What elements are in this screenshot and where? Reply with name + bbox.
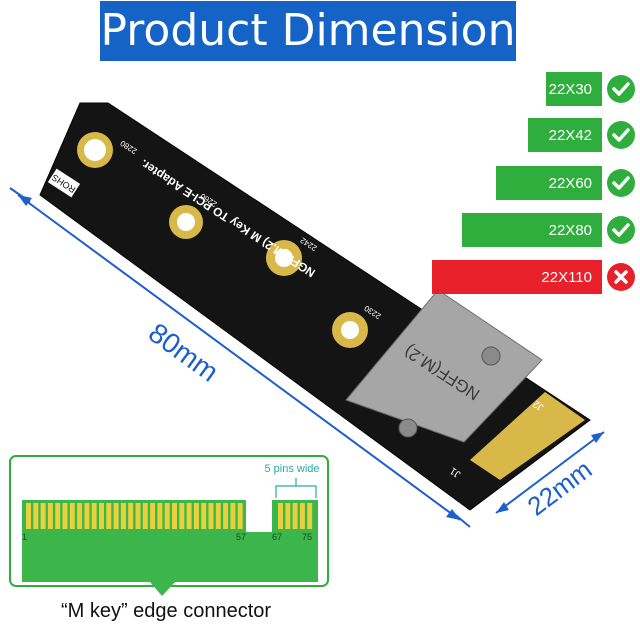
connector-pin: [120, 503, 126, 529]
connector-caption: “M key” edge connector: [61, 600, 271, 622]
connector-pin: [135, 503, 141, 529]
size-bar: 22X80: [462, 213, 602, 247]
connector-pin: [33, 503, 39, 529]
size-row-22x60: 22X60: [496, 166, 635, 200]
connector-pin: [113, 503, 119, 529]
size-bar: 22X30: [546, 72, 602, 106]
connector-pin: [278, 503, 283, 529]
length-label: 80mm: [143, 317, 224, 388]
connector-pin: [179, 503, 185, 529]
connector-pin: [172, 503, 177, 529]
size-row-22x42: 22X42: [528, 118, 635, 152]
pin-number-75: 75: [302, 532, 312, 542]
check-icon: [607, 169, 635, 197]
connector-pin: [223, 503, 229, 529]
gold-edge-fingers: [470, 392, 585, 480]
connector-pin: [157, 503, 163, 529]
size-bar: 22X60: [496, 166, 602, 200]
connector-pin: [99, 503, 104, 529]
connector-pin: [55, 503, 61, 529]
size-bar: 22X42: [528, 118, 602, 152]
check-icon: [607, 216, 635, 244]
size-bar: 22X110: [432, 260, 602, 294]
length-dimension: [9, 187, 471, 528]
connector-pin: [292, 503, 298, 529]
connector-pin: [40, 503, 46, 529]
connector-pin: [142, 503, 148, 529]
connector-pin: [128, 503, 134, 529]
connector-pin: [77, 503, 83, 529]
connector-pin: [230, 503, 236, 529]
check-icon: [607, 121, 635, 149]
connector-pin: [208, 503, 214, 529]
cross-icon: [607, 263, 635, 291]
size-row-22x110: 22X110: [432, 260, 635, 294]
mounting-hole-2260: [169, 205, 203, 239]
pins-bracket: [275, 478, 317, 498]
connector-pin: [91, 503, 97, 529]
connector-pin: [106, 503, 112, 529]
connector-pin: [164, 503, 170, 529]
pin-number-57: 57: [236, 532, 246, 542]
connector-pin: [186, 503, 192, 529]
connector-pin: [62, 503, 68, 529]
connector-pins: [26, 503, 313, 529]
size-row-22x30: 22X30: [546, 72, 635, 106]
connector-pin: [237, 503, 243, 529]
size-row-22x80: 22X80: [462, 213, 635, 247]
connector-pin: [69, 503, 75, 529]
rohs-box: [47, 168, 81, 198]
connector-notch: [246, 496, 272, 532]
pins-note: 5 pins wide: [264, 463, 319, 475]
width-dimension: [495, 431, 605, 514]
mounting-hole-2230: [332, 312, 368, 348]
connector-pin: [201, 503, 207, 529]
connector-pin: [215, 503, 221, 529]
mounting-hole-2242: [266, 240, 302, 276]
connector-pin: [26, 503, 31, 529]
page-title: Product Dimension: [100, 1, 516, 61]
connector-pin: [84, 503, 90, 529]
connector-pin: [193, 503, 199, 529]
pin-number-1: 1: [22, 532, 27, 542]
connector-pin: [285, 503, 291, 529]
pin-number-67: 67: [272, 532, 282, 542]
check-icon: [607, 75, 635, 103]
connector-pin: [47, 503, 53, 529]
connector-pin: [299, 503, 305, 529]
connector-pin: [307, 503, 313, 529]
connector-housing: [345, 289, 543, 443]
connector-pin: [150, 503, 156, 529]
